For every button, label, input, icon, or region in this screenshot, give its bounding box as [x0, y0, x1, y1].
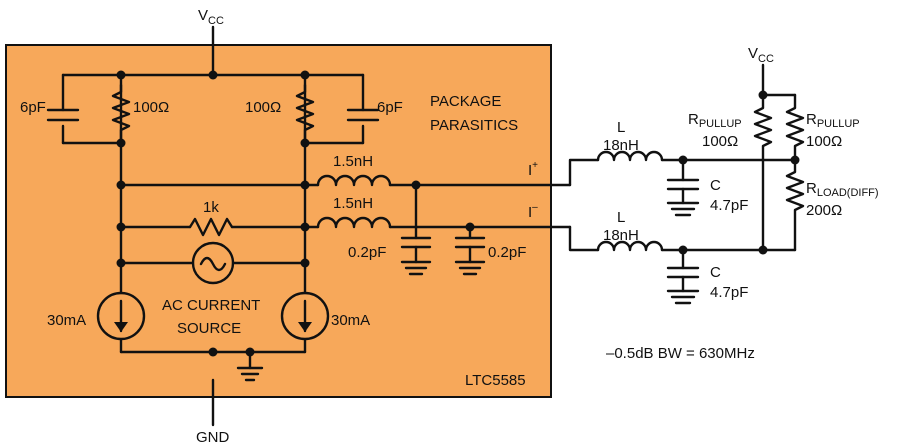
- pad-cap-right-label: 0.2pF: [488, 244, 526, 261]
- vcc-top-label: VCC: [198, 7, 224, 27]
- package-label-line2: PARASITICS: [430, 117, 518, 134]
- i-plus-label: I+: [528, 160, 538, 179]
- cap-right-label: 6pF: [377, 99, 403, 116]
- pullup2-value: 100Ω: [806, 133, 842, 150]
- package-box: [5, 44, 552, 398]
- cap-left-label: 6pF: [20, 99, 46, 116]
- ext-inductor-bottom-value: 18nH: [603, 227, 639, 244]
- inductor-bottom-label: 1.5nH: [333, 195, 373, 212]
- pullup2-name: RPULLUP: [806, 111, 860, 130]
- pullup1-value: 100Ω: [702, 133, 738, 150]
- package-label-line1: PACKAGE: [430, 93, 501, 110]
- ext-cap-top-value: 4.7pF: [710, 197, 748, 214]
- ext-inductor-bottom-name: L: [617, 209, 625, 226]
- part-number-label: LTC5585: [465, 372, 526, 389]
- ext-cap-bottom-name: C: [710, 264, 721, 281]
- ext-inductor-top-value: 18nH: [603, 137, 639, 154]
- i-minus-label: I–: [528, 202, 538, 221]
- vcc-right-label: VCC: [748, 45, 774, 65]
- gnd-label: GND: [196, 429, 230, 446]
- bandwidth-note: –0.5dB BW = 630MHz: [606, 345, 755, 362]
- ext-cap-top-name: C: [710, 177, 721, 194]
- res-right-label: 100Ω: [245, 99, 281, 116]
- source-label-line2: SOURCE: [177, 320, 241, 337]
- res-left-label: 100Ω: [133, 99, 169, 116]
- res-1k-label: 1k: [203, 199, 219, 216]
- inductor-top-label: 1.5nH: [333, 153, 373, 170]
- current-right-label: 30mA: [331, 312, 370, 329]
- source-label-line1: AC CURRENT: [162, 297, 260, 314]
- load-value: 200Ω: [806, 202, 842, 219]
- pullup1-name: RPULLUP: [688, 111, 742, 130]
- ext-cap-bottom-value: 4.7pF: [710, 284, 748, 301]
- pad-cap-left-label: 0.2pF: [348, 244, 386, 261]
- current-left-label: 30mA: [47, 312, 86, 329]
- ext-inductor-top-name: L: [617, 119, 625, 136]
- load-name: RLOAD(DIFF): [806, 180, 879, 199]
